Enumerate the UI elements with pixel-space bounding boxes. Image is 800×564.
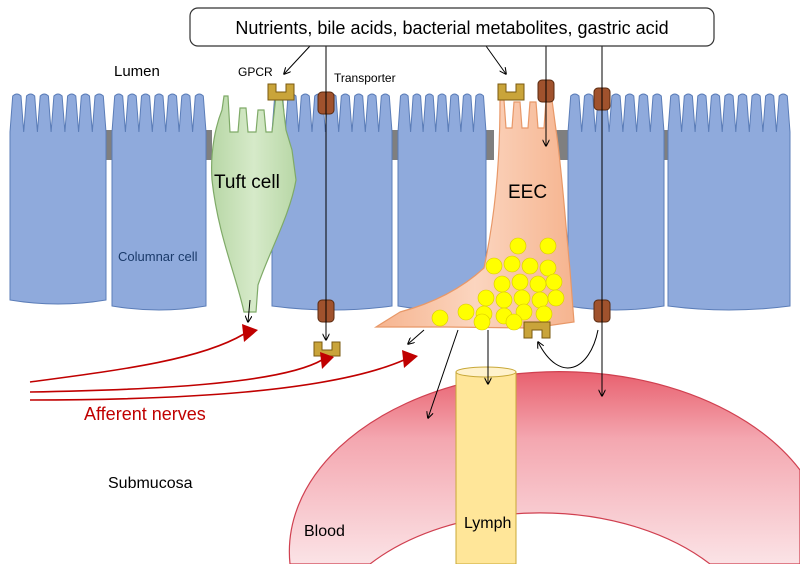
granule <box>529 275 547 293</box>
lymph-vessel <box>455 366 517 564</box>
eec-granules <box>431 237 565 331</box>
header-box: Nutrients, bile acids, bacterial metabol… <box>189 7 715 47</box>
nerve-terminals <box>242 324 418 369</box>
gpcr-label: GPCR <box>238 65 273 79</box>
granule <box>545 273 563 291</box>
gpcr-receptor-basolateral <box>313 341 341 357</box>
gpcr-receptor-eec-basal <box>523 321 551 339</box>
gpcr-receptor-eec-apical <box>497 83 525 101</box>
columnar-cell-label: Columnar cell <box>118 249 198 264</box>
eec-label: EEC <box>508 182 547 203</box>
granule <box>539 237 557 255</box>
granule <box>493 275 511 293</box>
granule <box>531 291 549 309</box>
header-text: Nutrients, bile acids, bacterial metabol… <box>235 18 668 38</box>
gpcr-receptor-tuft <box>267 83 295 101</box>
granule <box>485 257 503 275</box>
lymph-label: Lymph <box>464 515 511 532</box>
granule <box>547 289 565 307</box>
granule <box>505 313 523 331</box>
columnar-cell-6 <box>667 93 791 311</box>
granule <box>477 289 495 307</box>
afferent-nerves <box>29 333 405 401</box>
granule <box>457 303 475 321</box>
columnar-cell-4 <box>397 93 487 311</box>
columnar-cell-5 <box>567 93 665 311</box>
tuft-cell-label: Tuft cell <box>214 172 280 193</box>
transporter-label: Transporter <box>334 71 396 85</box>
granule <box>495 291 513 309</box>
granule <box>509 237 527 255</box>
granule <box>511 273 529 291</box>
granule <box>513 289 531 307</box>
blood-label: Blood <box>304 523 345 540</box>
afferent-nerves-label: Afferent nerves <box>84 404 206 424</box>
granule <box>539 259 557 277</box>
columnar-cells <box>9 93 791 311</box>
granule <box>431 309 449 327</box>
granule <box>521 257 539 275</box>
granule <box>503 255 521 273</box>
submucosa-label: Submucosa <box>108 475 193 492</box>
signal-arrows <box>248 45 602 418</box>
granule <box>535 305 553 323</box>
lumen-label: Lumen <box>114 63 160 80</box>
columnar-cell-2 <box>111 93 207 311</box>
tuft-cell <box>211 95 297 313</box>
columnar-cell-1 <box>9 93 107 305</box>
granule <box>515 303 533 321</box>
granule <box>473 313 491 331</box>
blood-vessel <box>288 371 800 564</box>
